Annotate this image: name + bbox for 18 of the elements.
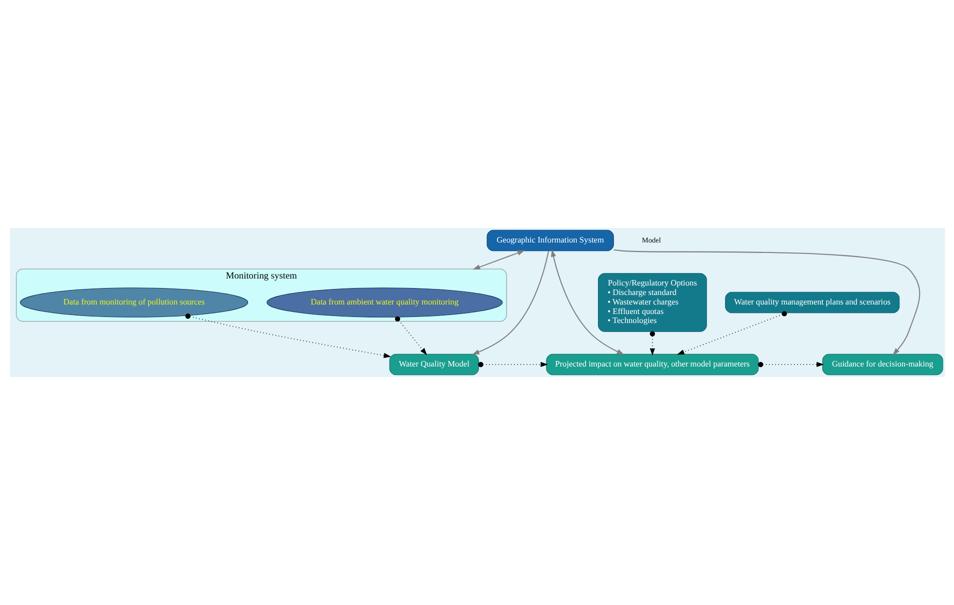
- arrow: [394, 316, 426, 356]
- arrow: [478, 362, 548, 368]
- node-box: Geographic Information System: [486, 230, 614, 252]
- arrow: [758, 362, 824, 368]
- node-ellipse: Data from ambient water quality monitoring: [266, 288, 502, 318]
- node-box: Water quality management plans and scenarios: [724, 292, 900, 314]
- arrow: [649, 331, 655, 356]
- arrow: [550, 249, 624, 355]
- arrow: [613, 249, 920, 356]
- arrow: [676, 311, 786, 355]
- node-box: Water Quality Model: [388, 354, 478, 376]
- node-ellipse: Data from monitoring of pollution sources: [19, 288, 248, 318]
- node-box: Policy/Regulatory Options • Discharge standard • Wastewater charges • Effluent quotas • Technologies: [597, 273, 706, 332]
- arrow: [184, 314, 391, 358]
- node-box: Projected impact on water quality, other model parameters: [546, 354, 758, 376]
- node-box: Guidance for decision-making: [822, 354, 943, 376]
- arrow: [471, 250, 549, 355]
- arrow: [472, 250, 524, 270]
